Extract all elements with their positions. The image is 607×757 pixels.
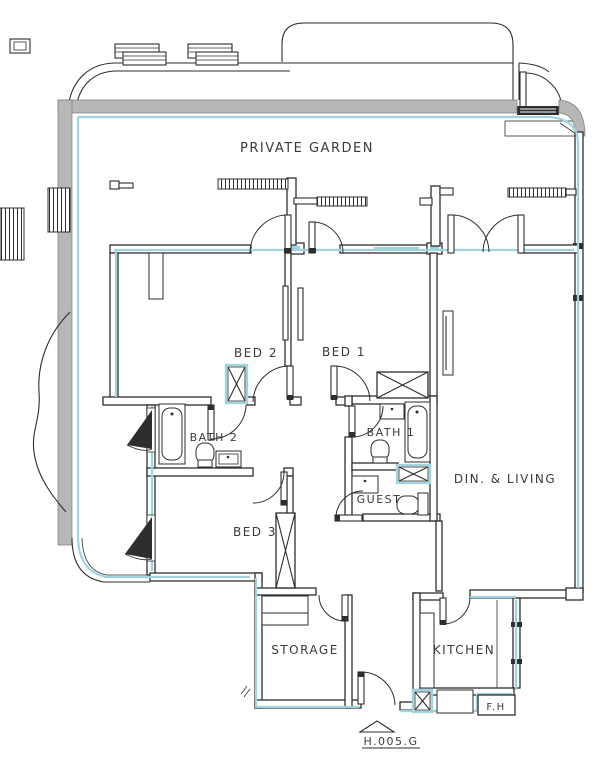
door-bed2 xyxy=(252,365,294,403)
garden-gate-leaf xyxy=(519,71,527,111)
garden-wall xyxy=(0,99,586,546)
outer-path-curve xyxy=(32,311,71,513)
planter-box xyxy=(9,38,31,54)
garden-spot-2 xyxy=(118,182,134,189)
sink-bath1 xyxy=(379,403,405,420)
door-storage xyxy=(318,594,349,622)
garden-trellis xyxy=(109,177,577,247)
bed1-east-wall xyxy=(429,252,438,397)
label-bed2: BED 2 xyxy=(234,346,278,360)
apartment-garden-wall xyxy=(109,242,579,255)
door-kitchen xyxy=(439,597,471,625)
bath1-guest-wall xyxy=(351,462,399,471)
door-bath2 xyxy=(207,404,247,441)
casement-windows xyxy=(124,407,156,562)
bathtub-bath2 xyxy=(158,403,186,465)
toilet-bath1 xyxy=(370,439,390,464)
fire-hose-cabinet xyxy=(477,694,516,716)
label-bath2: BATH 2 xyxy=(190,431,239,444)
door-entry xyxy=(357,671,396,706)
entry-marker xyxy=(358,720,420,749)
label-private-garden: PRIVATE GARDEN xyxy=(240,141,374,156)
garden-path-and-canopy xyxy=(67,22,580,137)
door-bed1-garden xyxy=(308,221,344,254)
fixtures xyxy=(148,252,516,716)
kitchen-counter xyxy=(419,600,498,714)
bath2-south-wall xyxy=(146,467,254,477)
sink-bath2 xyxy=(215,450,242,468)
trellis-bar-2 xyxy=(316,196,368,207)
garden-spot-1 xyxy=(109,180,120,190)
door-living-garden-left xyxy=(447,214,490,254)
garden-gate-swing xyxy=(525,72,563,109)
toilet-bath2 xyxy=(195,442,215,468)
shaft-bed2 xyxy=(224,363,249,405)
guest-south-wall xyxy=(362,513,441,522)
casement-window-1 xyxy=(127,410,152,449)
garden-gate-threshold xyxy=(517,106,559,115)
garden-divider-2 xyxy=(430,185,441,247)
sink-guest xyxy=(351,475,379,494)
trellis-bar-3 xyxy=(507,187,567,198)
door-bed2-garden xyxy=(249,214,292,254)
bathtub-bath1 xyxy=(404,401,431,463)
label-unit-code: H.005.G xyxy=(363,735,418,748)
living-west-wall xyxy=(429,395,438,522)
living-cabinet xyxy=(442,310,454,376)
wall-grille-1 xyxy=(47,187,71,233)
label-bed3: BED 3 xyxy=(233,525,277,539)
door-bed1 xyxy=(330,365,371,402)
label-guest: GUEST xyxy=(357,493,402,506)
door-guest xyxy=(334,490,364,522)
shafts-and-wardrobes xyxy=(224,363,434,714)
door-bed3 xyxy=(252,471,288,506)
garden-benches xyxy=(9,38,239,66)
bed2-column xyxy=(148,252,164,300)
kitchen-west-wall xyxy=(412,592,421,691)
trellis-bar-1 xyxy=(217,178,289,190)
wardrobe-bed1 xyxy=(376,371,429,399)
bench-2 xyxy=(187,43,239,66)
envelope-corner xyxy=(71,537,150,583)
room-labels: PRIVATE GARDEN BED 2 BED 1 BATH 2 BATH 1… xyxy=(190,141,556,748)
label-fire-hose: F.H xyxy=(486,702,505,713)
door-bath1 xyxy=(348,405,384,438)
casement-window-2 xyxy=(125,517,152,559)
wardrobe-bed3 xyxy=(275,512,296,589)
shaft-kitchen xyxy=(411,688,434,714)
label-bath1: BATH 1 xyxy=(367,426,416,439)
corridor-east-wall xyxy=(344,436,353,519)
toilet-guest xyxy=(396,492,429,516)
label-dining-living: DIN. & LIVING xyxy=(454,472,556,486)
bench-1 xyxy=(114,43,167,66)
storage-north-wall xyxy=(254,587,317,596)
wall-grille-2 xyxy=(0,207,25,261)
label-kitchen: KITCHEN xyxy=(433,643,496,657)
label-bed1: BED 1 xyxy=(322,345,366,359)
doors xyxy=(207,214,525,706)
storage-shelves xyxy=(261,595,309,626)
label-storage: STORAGE xyxy=(271,643,339,657)
shaft-guest xyxy=(395,463,432,485)
door-living-garden-right xyxy=(482,214,525,254)
